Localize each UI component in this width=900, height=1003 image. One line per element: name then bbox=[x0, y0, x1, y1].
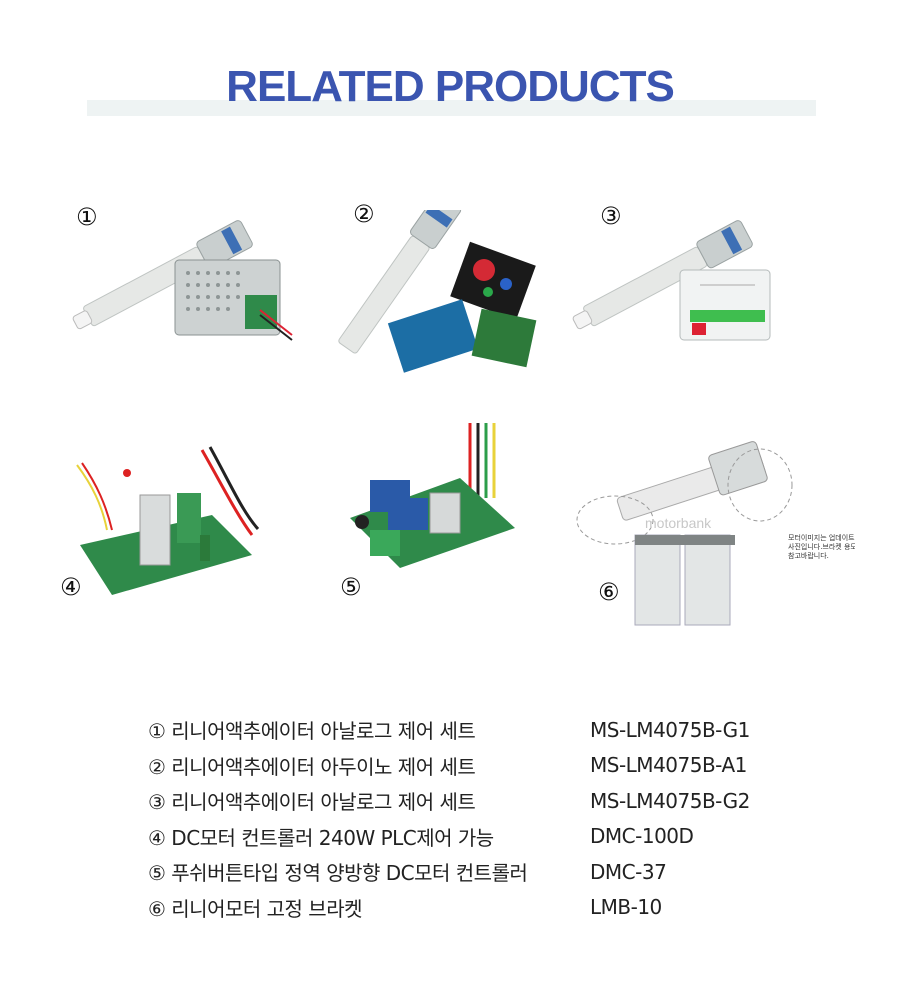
product-code: MS-LM4075B-G1 bbox=[590, 717, 750, 742]
product-code: LMB-10 bbox=[590, 895, 662, 920]
product-code: MS-LM4075B-A1 bbox=[590, 753, 747, 778]
product-code: MS-LM4075B-G2 bbox=[590, 788, 750, 813]
product-name: ① 리니어액추에이터 아날로그 제어 세트 bbox=[148, 719, 476, 744]
product-code: DMC-100D bbox=[590, 824, 694, 849]
product-5-image[interactable] bbox=[340, 418, 520, 578]
product-1-marker: ① bbox=[76, 203, 98, 231]
product-name: ⑤ 푸쉬버튼타입 정역 양방향 DC모터 컨트롤러 bbox=[148, 861, 528, 886]
list-item[interactable]: ④ DC모터 컨트롤러 240W PLC제어 가능 DMC-100D bbox=[148, 819, 828, 855]
list-item[interactable]: ② 리니어액추에이터 아두이노 제어 세트 MS-LM4075B-A1 bbox=[148, 748, 828, 784]
product-2-image[interactable] bbox=[326, 210, 556, 375]
product-code: DMC-37 bbox=[590, 859, 667, 884]
list-item[interactable]: ① 리니어액추에이터 아날로그 제어 세트 MS-LM4075B-G1 bbox=[148, 712, 828, 748]
list-item[interactable]: ③ 리니어액추에이터 아날로그 제어 세트 MS-LM4075B-G2 bbox=[148, 783, 828, 819]
product-name: ④ DC모터 컨트롤러 240W PLC제어 가능 bbox=[148, 825, 494, 850]
product-name: ② 리니어액추에이터 아두이노 제어 세트 bbox=[148, 754, 476, 779]
bracket-note-text: 모터이미지는 업데이트 전 사진입니다.브라켓 용도만으로 참고바랍니다. bbox=[788, 533, 855, 560]
product-2-marker: ② bbox=[353, 200, 375, 228]
product-6-marker: ⑥ bbox=[598, 578, 620, 606]
product-3-image[interactable] bbox=[560, 215, 800, 355]
product-list: ① 리니어액추에이터 아날로그 제어 세트 MS-LM4075B-G1 ② 리니… bbox=[148, 712, 828, 925]
product-name: ③ 리니어액추에이터 아날로그 제어 세트 bbox=[148, 790, 476, 815]
product-3-marker: ③ bbox=[600, 202, 622, 230]
watermark-text: motorbank bbox=[645, 515, 712, 531]
product-4-image[interactable] bbox=[72, 445, 262, 605]
product-4-marker: ④ bbox=[60, 573, 82, 601]
title-underline-band bbox=[87, 100, 816, 116]
product-1-image[interactable] bbox=[60, 215, 300, 355]
list-item[interactable]: ⑥ 리니어모터 고정 브라켓 LMB-10 bbox=[148, 890, 828, 926]
page-title: RELATED PRODUCTS bbox=[226, 62, 675, 111]
list-item[interactable]: ⑤ 푸쉬버튼타입 정역 양방향 DC모터 컨트롤러 DMC-37 bbox=[148, 854, 828, 890]
product-name: ⑥ 리니어모터 고정 브라켓 bbox=[148, 896, 363, 921]
product-5-marker: ⑤ bbox=[340, 573, 362, 601]
product-6-image[interactable]: motorbank 모터이미지는 업데이트 전 사진입니다.브라켓 용도만으로 … bbox=[575, 420, 855, 630]
